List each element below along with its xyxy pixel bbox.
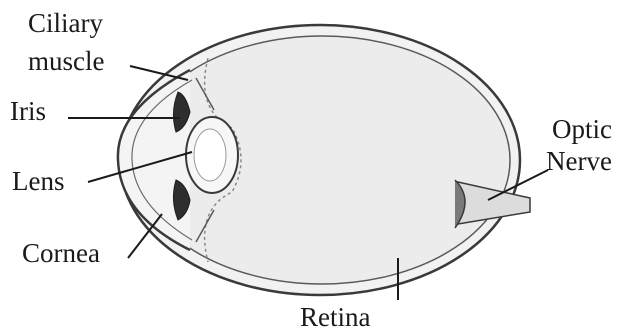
label-iris: Iris	[10, 96, 46, 126]
label-optic-line1: Optic	[552, 114, 612, 144]
lens-inner	[194, 129, 226, 181]
label-retina: Retina	[300, 302, 370, 331]
label-ciliary-line2: muscle	[28, 46, 104, 76]
label-optic-line2: Nerve	[546, 146, 612, 176]
label-lens: Lens	[12, 166, 64, 196]
label-cornea: Cornea	[22, 238, 100, 268]
label-ciliary-line1: Ciliary	[28, 8, 103, 38]
